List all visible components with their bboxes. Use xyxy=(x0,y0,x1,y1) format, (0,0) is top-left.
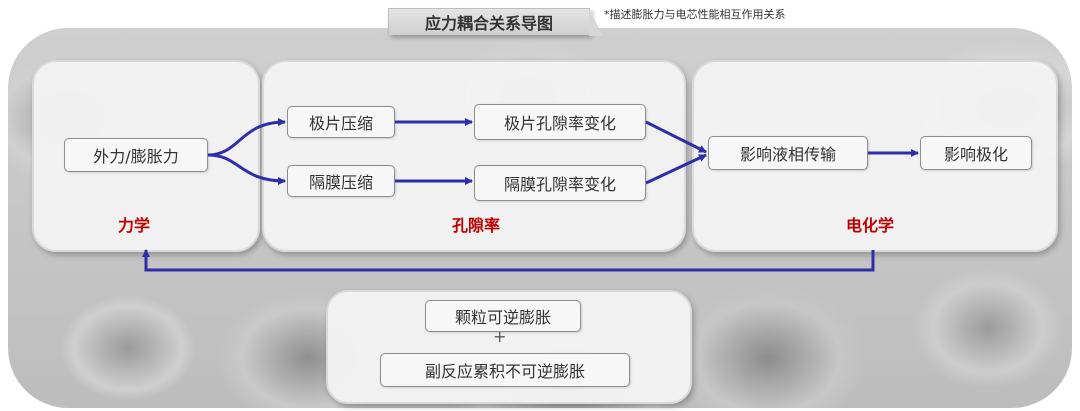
diagram-title-text: 应力耦合关系导图 xyxy=(424,14,553,33)
arrow-feedback-loop xyxy=(142,249,875,272)
electrochem-label: 电化学 xyxy=(845,216,894,235)
separator-porosity-node: 隔膜孔隙率变化 xyxy=(474,165,646,201)
arrow-force-to-separator xyxy=(207,153,286,185)
reversible-expansion-node: 颗粒可逆膨胀 xyxy=(425,300,581,332)
mechanics-label: 力学 xyxy=(117,216,150,235)
polarization-node: 影响极化 xyxy=(920,136,1032,170)
electrode-porosity-node: 极片孔隙率变化 xyxy=(474,104,646,140)
porosity-panel xyxy=(262,60,686,252)
liquid-transport-node: 影响液相传输 xyxy=(708,136,868,170)
electrode-compress-node: 极片压缩 xyxy=(287,106,395,138)
arrow-separator-porosity-to-transport xyxy=(645,153,707,185)
irreversible-expansion-node: 副反应累积不可逆膨胀 xyxy=(380,353,630,387)
diagram-note: *描述膨胀力与电芯性能相互作用关系 xyxy=(604,8,786,21)
plus-sign: + xyxy=(493,327,507,346)
separator-compress-node: 隔膜压缩 xyxy=(287,165,395,197)
diagram-title: 应力耦合关系导图 xyxy=(388,8,603,36)
arrow-force-to-electrode xyxy=(207,118,286,157)
arrow-electrode-porosity-to-transport xyxy=(645,120,707,154)
porosity-label: 孔隙率 xyxy=(451,216,500,235)
external-force-node: 外力/膨胀力 xyxy=(64,138,208,172)
